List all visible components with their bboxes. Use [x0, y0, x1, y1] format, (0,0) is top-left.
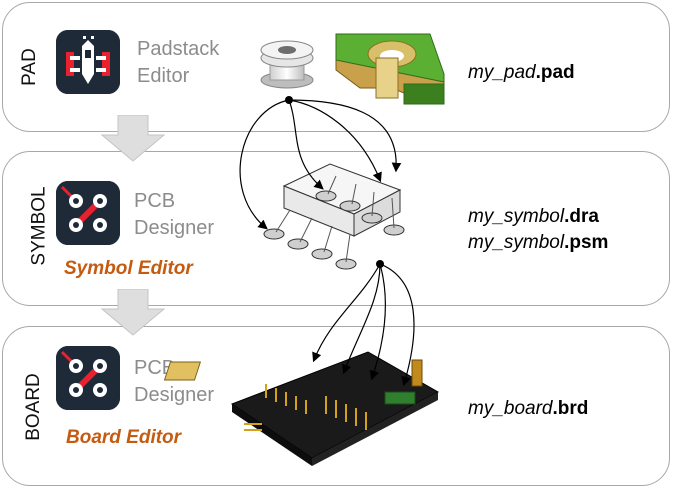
symbol-to-board-arrows — [312, 263, 415, 387]
symbol-file-name-psm: my_symbol.psm — [468, 232, 609, 253]
flow-arrow-pad-to-symbol — [100, 115, 166, 162]
pad-3d-cutaway — [335, 33, 445, 105]
symbol-editor-label: Symbol Editor — [64, 258, 193, 279]
pcb-designer-icon — [56, 181, 120, 245]
pad-3d-spool — [260, 40, 314, 89]
pcb-designer-icon-board — [56, 346, 120, 410]
symbol-3d-footprint — [263, 163, 405, 270]
board-file-name: my_board.brd — [468, 398, 589, 419]
board-editor-label: Board Editor — [66, 427, 182, 448]
padstack-editor-icon — [56, 30, 120, 94]
pad-to-symbol-arrows — [239, 99, 402, 230]
flow-arrow-symbol-to-board — [100, 289, 166, 336]
symbol-file-name-dra: my_symbol.dra — [468, 206, 599, 227]
board-3d-pcb — [163, 351, 440, 466]
pad-file-name: my_pad.pad — [468, 62, 575, 83]
